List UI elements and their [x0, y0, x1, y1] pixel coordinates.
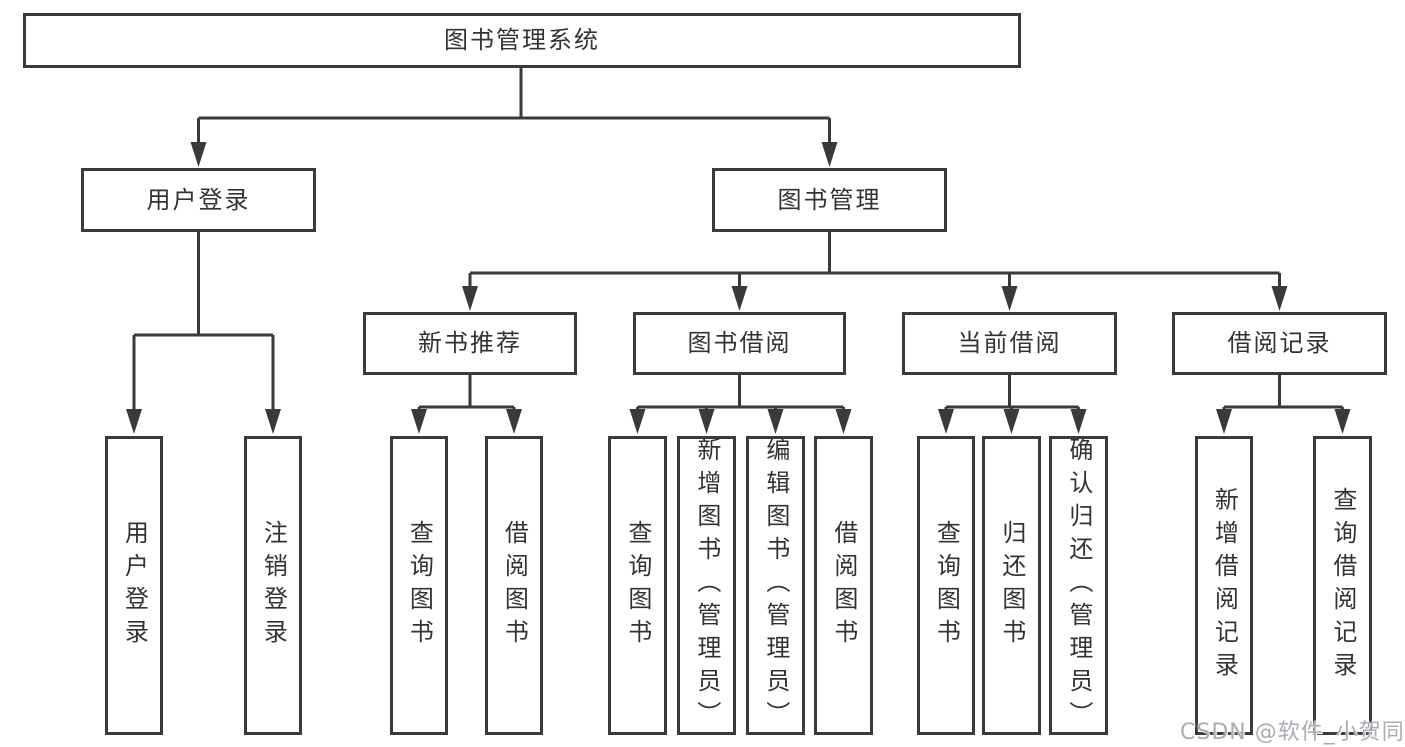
node-book-borrow: 图书借阅	[633, 312, 846, 375]
leaf-return-books-label: 归还图书	[997, 519, 1026, 652]
node-book-management: 图书管理	[712, 168, 947, 232]
node-root: 图书管理系统	[23, 13, 1021, 68]
node-borrow-records: 借阅记录	[1172, 312, 1387, 375]
leaf-query-books-current-label: 查询图书	[932, 519, 961, 652]
leaf-query-borrow-record: 查询借阅记录	[1313, 436, 1372, 735]
leaf-add-borrow-record-label: 新增借阅记录	[1210, 486, 1239, 685]
leaf-logout: 注销登录	[244, 436, 302, 735]
leaf-query-books-borrow-label: 查询图书	[623, 519, 652, 652]
leaf-logout-label: 注销登录	[259, 519, 288, 652]
node-book-borrow-label: 图书借阅	[687, 329, 792, 358]
connector-borrow-records-children	[1216, 375, 1351, 434]
leaf-user-login-label: 用户登录	[120, 519, 149, 652]
leaf-return-books: 归还图书	[982, 436, 1041, 735]
leaf-user-login: 用户登录	[105, 436, 163, 735]
leaf-borrow-books-recommend: 借阅图书	[485, 436, 543, 735]
node-user-login-label: 用户登录	[146, 185, 251, 214]
node-borrow-records-label: 借阅记录	[1227, 329, 1332, 358]
node-current-borrow-label: 当前借阅	[957, 329, 1062, 358]
leaf-query-books-recommend: 查询图书	[390, 436, 448, 735]
leaf-confirm-return-admin-label: 确认归还（管理员）	[1064, 437, 1093, 734]
connector-book-borrow-children	[629, 375, 852, 434]
leaf-add-borrow-record: 新增借阅记录	[1195, 436, 1253, 735]
connector-user-login-children	[126, 232, 281, 434]
connector-new-book-recommend-children	[411, 375, 522, 434]
leaf-edit-book-admin-label: 编辑图书（管理员）	[761, 437, 790, 734]
leaf-query-books-recommend-label: 查询图书	[405, 519, 434, 652]
leaf-query-books-borrow: 查询图书	[608, 436, 667, 735]
node-new-book-recommend: 新书推荐	[363, 312, 577, 375]
leaf-confirm-return-admin: 确认归还（管理员）	[1049, 436, 1108, 735]
connector-current-borrow-children	[938, 375, 1087, 434]
leaf-query-borrow-record-label: 查询借阅记录	[1328, 486, 1357, 685]
leaf-borrow-books-borrow-label: 借阅图书	[829, 519, 858, 652]
node-user-login: 用户登录	[81, 168, 316, 232]
leaf-query-books-current: 查询图书	[917, 436, 975, 735]
leaf-borrow-books-borrow: 借阅图书	[814, 436, 873, 735]
node-root-label: 图书管理系统	[444, 26, 600, 55]
node-new-book-recommend-label: 新书推荐	[418, 329, 522, 358]
leaf-add-book-admin-label: 新增图书（管理员）	[692, 437, 721, 734]
connector-book-management-children	[462, 232, 1288, 311]
watermark-text: CSDN @软件_小贺同学	[1180, 720, 1405, 745]
connector-root-to-level2	[190, 68, 838, 167]
leaf-borrow-books-recommend-label: 借阅图书	[500, 519, 529, 652]
node-book-management-label: 图书管理	[777, 185, 882, 214]
leaf-add-book-admin: 新增图书（管理员）	[677, 436, 736, 735]
leaf-edit-book-admin: 编辑图书（管理员）	[746, 436, 805, 735]
node-current-borrow: 当前借阅	[902, 312, 1117, 375]
